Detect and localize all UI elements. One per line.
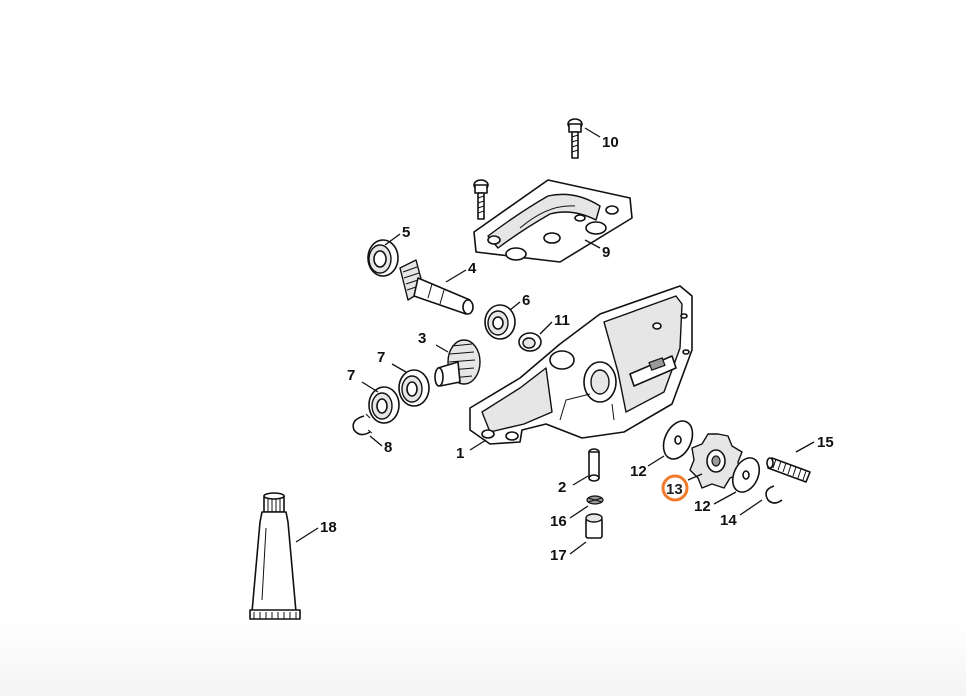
part-10-screw[interactable] [567,118,583,159]
part-18-grease-tube[interactable] [249,492,301,620]
callout-2[interactable]: 2 [558,479,566,496]
part-16-spring[interactable] [586,495,604,505]
part-13-sprocket[interactable] [689,433,743,489]
callout-14[interactable]: 14 [720,512,737,529]
highlight-marker [661,474,689,502]
callout-6[interactable]: 6 [522,292,530,309]
callout-3[interactable]: 3 [418,330,426,347]
callout-4[interactable]: 4 [468,260,477,277]
callout-10[interactable]: 10 [602,134,619,151]
part-12-washer-right[interactable] [728,454,765,497]
callout-12[interactable]: 12 [630,463,647,480]
callout-12[interactable]: 12 [694,498,711,515]
part-4-shaft-gear[interactable] [399,259,474,315]
part-9-clamp-cover[interactable] [473,179,633,263]
part-17-sleeve[interactable] [585,513,603,539]
callout-13[interactable]: 13 [666,481,683,498]
callout-15[interactable]: 15 [817,434,834,451]
callout-5[interactable]: 5 [402,224,410,241]
callout-1[interactable]: 1 [456,445,464,462]
leader-lines [295,127,815,555]
callout-7[interactable]: 7 [347,367,355,384]
part-12-washer-left[interactable] [658,416,698,463]
callout-labels: 10 5 4 9 6 11 3 7 7 8 1 15 12 13 12 2 14… [320,134,834,564]
callout-8[interactable]: 8 [384,439,392,456]
part-15-stud[interactable] [766,457,811,483]
part-5-bearing[interactable] [367,239,399,277]
callout-16[interactable]: 16 [550,513,567,530]
part-7-bearing-rear[interactable] [368,386,400,424]
part-7-bearing-front[interactable] [398,369,430,407]
part-1-gear-housing[interactable] [469,285,693,445]
part-6-bearing[interactable] [484,304,516,340]
part-8-circlip[interactable] [352,413,373,436]
part-9-screw[interactable] [473,179,489,220]
part-14-eclip[interactable] [765,485,783,504]
part-11-ring[interactable] [518,332,542,352]
callout-17[interactable]: 17 [550,547,567,564]
background-fade [0,620,966,696]
callout-18[interactable]: 18 [320,519,337,536]
part-3-bevel-gear[interactable] [434,339,481,387]
part-2-pin[interactable] [588,448,600,482]
callout-9[interactable]: 9 [602,244,610,261]
callout-11[interactable]: 11 [554,312,570,329]
callout-7[interactable]: 7 [377,349,385,366]
